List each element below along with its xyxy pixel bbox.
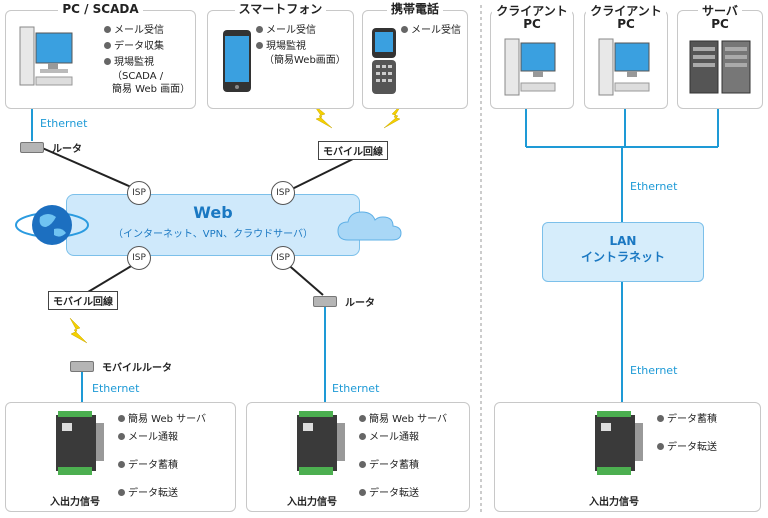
cloud-icon [336, 208, 402, 250]
device-center-feature-1: 簡易 Web サーバ [359, 413, 447, 426]
mobile-router-icon [70, 361, 94, 372]
ethernet-label-left: Ethernet [92, 382, 140, 395]
device-panel-left: 入出力信号 簡易 Web サーバ メール通報 データ蓄積 データ転送 [5, 402, 236, 512]
flip-phone-icon [371, 27, 397, 101]
ethernet-label-center: Ethernet [332, 382, 380, 395]
server-title-line2: PC [707, 17, 733, 31]
pc-scada-title: PC / SCADA [58, 2, 143, 16]
web-cloud: Web （インターネット、VPN、クラウドサーバ） [66, 194, 360, 256]
mobile-line-label-top: モバイル回線 [318, 141, 388, 160]
client-2-title-line2: PC [613, 17, 639, 31]
pc-icon [501, 37, 559, 103]
smartphone-panel: スマートフォン メール受信 現場監視 （簡易Web画面） [207, 2, 354, 109]
mobile-router-label: モバイルルータ [102, 363, 172, 374]
mobile-line-label-bottom: モバイル回線 [48, 291, 118, 310]
router-label-bottom: ルータ [345, 298, 375, 309]
device-center-feature-2: メール通報 [359, 431, 419, 444]
io-signal-label-left: 入出力信号 [50, 497, 100, 508]
pc-feature-2: データ収集 [104, 40, 164, 53]
smartphone-feature-1: メール受信 [256, 24, 316, 37]
isp-top-right: ISP [271, 181, 295, 205]
web-subtitle: （インターネット、VPN、クラウドサーバ） [112, 229, 314, 240]
device-right-feature-1: データ蓄積 [657, 413, 717, 426]
mobile-phone-title: 携帯電話 [386, 2, 443, 16]
ethernet-label-right-top: Ethernet [630, 180, 678, 193]
pc-note-2: 簡易 Web 画面） [112, 84, 191, 95]
device-left-feature-3: データ蓄積 [118, 459, 178, 472]
client-1-title-line2: PC [519, 17, 545, 31]
device-left-feature-2: メール通報 [118, 431, 178, 444]
server-icon [688, 39, 752, 99]
io-signal-label-center: 入出力信号 [287, 497, 337, 508]
mobile-phone-panel: 携帯電話 メール受信 [362, 2, 468, 109]
smartphone-note: （簡易Web画面） [264, 55, 346, 66]
device-icon [289, 409, 349, 483]
device-panel-right: 入出力信号 データ蓄積 データ転送 [494, 402, 761, 512]
smartphone-icon [222, 29, 252, 97]
isp-bottom-right: ISP [271, 246, 295, 270]
pc-icon [595, 37, 653, 103]
ethernet-label-top: Ethernet [40, 117, 88, 130]
mobile-feature-1: メール受信 [401, 24, 461, 37]
lan-subtitle: イントラネット [580, 250, 665, 264]
client-2-title-line1: クライアント [586, 4, 666, 18]
io-signal-label-right: 入出力信号 [589, 497, 639, 508]
device-icon [587, 409, 647, 483]
device-panel-center: 入出力信号 簡易 Web サーバ メール通報 データ蓄積 データ転送 [246, 402, 470, 512]
device-right-feature-2: データ転送 [657, 441, 717, 454]
smartphone-title: スマートフォン [234, 2, 327, 16]
lan-title: LAN [609, 234, 637, 248]
device-left-feature-1: 簡易 Web サーバ [118, 413, 206, 426]
router-icon-bottom [313, 296, 337, 307]
pc-feature-3: 現場監視 [104, 56, 154, 69]
device-icon [48, 409, 108, 483]
router-icon [20, 142, 44, 153]
client-1-title-line1: クライアント [492, 4, 572, 18]
isp-top-left: ISP [127, 181, 151, 205]
router-label-top: ルータ [52, 144, 82, 155]
lan-box: LAN イントラネット [542, 222, 704, 282]
pc-scada-panel: PC / SCADA メール受信 データ収集 現場監視 （SCADA / 簡易 … [5, 2, 196, 109]
device-center-feature-4: データ転送 [359, 487, 419, 500]
server-title-line1: サーバ [698, 4, 742, 18]
web-title: Web [193, 203, 233, 222]
device-left-feature-4: データ転送 [118, 487, 178, 500]
ethernet-label-right-bottom: Ethernet [630, 364, 678, 377]
pc-feature-1: メール受信 [104, 24, 164, 37]
pc-icon [16, 23, 74, 93]
globe-icon [12, 195, 92, 259]
isp-bottom-left: ISP [127, 246, 151, 270]
pc-note-1: （SCADA / [112, 71, 164, 82]
smartphone-feature-2: 現場監視 [256, 40, 306, 53]
device-center-feature-3: データ蓄積 [359, 459, 419, 472]
